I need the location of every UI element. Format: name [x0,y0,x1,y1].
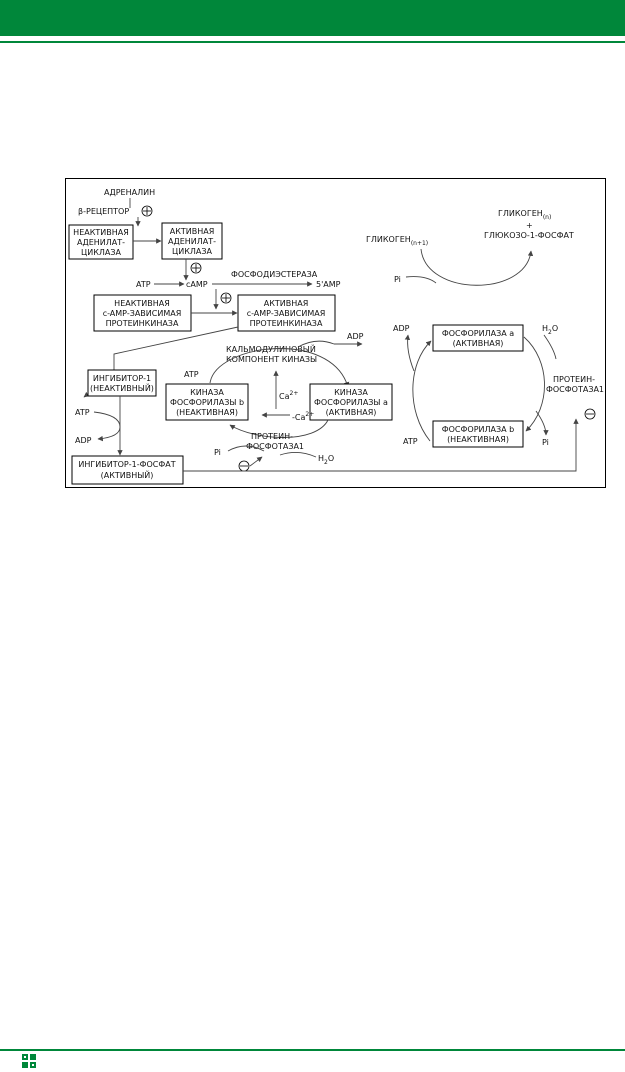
pi-label-top: Pi [394,275,401,284]
adp-label-left: ADP [75,436,92,445]
arrow-kinase-activation-arc [209,348,350,388]
plus-sign-camp [190,262,202,274]
phosphatase-label-right-1: ПРОТЕИН- [553,375,595,384]
svg-text:АДЕНИЛАТ-: АДЕНИЛАТ- [77,238,125,247]
diagram-canvas: АДРЕНАЛИН β-РЕЦЕПТОР НЕАКТИВНАЯ АДЕНИЛАТ… [68,188,604,485]
header-rule [0,41,625,43]
svg-text:ПРОТЕИНКИНАЗА: ПРОТЕИНКИНАЗА [106,319,179,328]
adp-branch-arc [297,340,335,348]
kinase-a-box: КИНАЗА ФОСФОРИЛАЗЫ a (АКТИВНАЯ) [309,383,393,421]
h2o-right-branch [543,334,557,360]
svg-text:ФОСФОРИЛАЗА b: ФОСФОРИЛАЗА b [442,425,514,434]
arrow-inhibitor-to-phosphatase [183,418,579,472]
adrenaline-label: АДРЕНАЛИН [104,188,155,197]
svg-text:ПРОТЕИНКИНАЗА: ПРОТЕИНКИНАЗА [250,319,323,328]
phosphodiesterase-label: ФОСФОДИЭСТЕРАЗА [231,270,318,279]
kinase-b-box: КИНАЗА ФОСФОРИЛАЗЫ b (НЕАКТИВНАЯ) [165,383,249,421]
minus-sign-phosphatase-right [584,408,596,420]
atp-adp-branch-left [93,411,121,442]
phosphatase-label-left-1: ПРОТЕИН- [251,432,293,441]
ca-plus-label: Ca2+ [279,390,298,401]
ca-minus-label: -Ca2+ [292,411,314,422]
svg-text:(АКТИВНАЯ): (АКТИВНАЯ) [453,339,504,348]
svg-text:ИНГИБИТОР-1: ИНГИБИТОР-1 [93,374,151,383]
svg-text:c-AMP-ЗАВИСИМАЯ: c-AMP-ЗАВИСИМАЯ [103,309,182,318]
svg-text:НЕАКТИВНАЯ: НЕАКТИВНАЯ [73,228,129,237]
glycogen-regulation-diagram: АДРЕНАЛИН β-РЕЦЕПТОР НЕАКТИВНАЯ АДЕНИЛАТ… [65,178,606,488]
active-protein-kinase-box: АКТИВНАЯ c-AMP-ЗАВИСИМАЯ ПРОТЕИНКИНАЗА [237,294,336,332]
svg-text:АКТИВНАЯ: АКТИВНАЯ [264,299,309,308]
svg-text:АДЕНИЛАТ-: АДЕНИЛАТ- [168,237,216,246]
minus-sign-phosphatase-left [238,460,250,472]
active-adenylate-cyclase-box: АКТИВНАЯ АДЕНИЛАТ- ЦИКЛАЗА [161,222,223,260]
h2o-label-right: H2O [542,324,558,336]
phosphatase-label-left-2: ФОСФОТАЗА1 [246,442,304,451]
calmodulin-label-2: КОМПОНЕНТ КИНАЗЫ [226,355,317,364]
svg-text:ФОСФОРИЛАЗЫ a: ФОСФОРИЛАЗЫ a [314,398,388,407]
arrow-glycogenolysis [420,248,534,286]
svg-text:АКТИВНАЯ: АКТИВНАЯ [170,227,215,236]
arrow-phosphorylase-inactivation [523,336,545,432]
arrow-to-adp-right [404,334,415,372]
svg-text:КИНАЗА: КИНАЗА [190,388,224,397]
svg-text:(НЕАКТИВНАЯ): (НЕАКТИВНАЯ) [176,408,238,417]
svg-text:(НЕАКТИВНЫЙ): (НЕАКТИВНЫЙ) [90,382,154,393]
arrow-phosphorylase-activation [412,340,432,442]
pi-label-right: Pi [542,438,549,447]
pi-label-bottom: Pi [214,448,221,457]
adp-label-right: ADP [393,324,410,333]
inactive-adenylate-cyclase-box: НЕАКТИВНАЯ АДЕНИЛАТ- ЦИКЛАЗА [68,224,134,260]
footer-rule [0,1049,625,1051]
plus-sign-receptor [141,205,153,217]
svg-text:ФОСФОРИЛАЗЫ b: ФОСФОРИЛАЗЫ b [170,398,244,407]
h2o-label-bottom: H2O [318,454,334,466]
h2o-branch [279,452,317,458]
svg-text:ЦИКЛАЗА: ЦИКЛАЗА [172,247,212,256]
svg-text:(АКТИВНЫЙ): (АКТИВНЫЙ) [101,469,154,480]
atp-label-right: ATP [403,437,418,446]
plus-label: + [526,221,533,230]
camp-label: cAMP [186,280,208,289]
phosphorylase-b-box: ФОСФОРИЛАЗА b (НЕАКТИВНАЯ) [432,420,524,448]
inhibitor-phosphate-box: ИНГИБИТОР-1-ФОСФАТ (АКТИВНЫЙ) [71,455,184,485]
svg-text:c-AMP-ЗАВИСИМАЯ: c-AMP-ЗАВИСИМАЯ [247,309,326,318]
phosphatase-label-right-2: ФОСФОТАЗА1 [546,385,604,394]
atp-label-mid: ATP [184,370,199,379]
pi-branch [227,445,265,452]
svg-text:НЕАКТИВНАЯ: НЕАКТИВНАЯ [114,299,170,308]
beta-receptor-label: β-РЕЦЕПТОР [78,207,129,216]
pi-top-branch [405,276,437,284]
atp-label-top: ATP [136,280,151,289]
arrow-to-pi-right [535,410,549,436]
phosphorylase-a-box: ФОСФОРИЛАЗА a (АКТИВНАЯ) [432,324,524,352]
inactive-protein-kinase-box: НЕАКТИВНАЯ c-AMP-ЗАВИСИМАЯ ПРОТЕИНКИНАЗА [93,294,192,332]
svg-text:(НЕАКТИВНАЯ): (НЕАКТИВНАЯ) [447,435,509,444]
glycogen-n1-label: ГЛИКОГЕН(n+1) [366,235,428,247]
svg-text:ФОСФОРИЛАЗА a: ФОСФОРИЛАЗА a [442,329,514,338]
atp-label-left: ATP [75,408,90,417]
glucose-1-phosphate-label: ГЛЮКОЗО-1-ФОСФАТ [484,231,574,240]
glycogen-n-label: ГЛИКОГЕН(n) [498,209,551,221]
svg-text:ИНГИБИТОР-1-ФОСФАТ: ИНГИБИТОР-1-ФОСФАТ [78,460,175,469]
footer-logo-icon [22,1054,36,1068]
svg-text:КИНАЗА: КИНАЗА [334,388,368,397]
arrow-minus-phosphatase-left [249,456,263,467]
inhibitor-inactive-box: ИНГИБИТОР-1 (НЕАКТИВНЫЙ) [87,369,157,397]
svg-text:(АКТИВНАЯ): (АКТИВНАЯ) [326,408,377,417]
arrow-kinase-deactivation [229,419,329,438]
5amp-label: 5'AMP [316,280,341,289]
header-bar [0,0,625,36]
svg-text:ЦИКЛАЗА: ЦИКЛАЗА [81,248,121,257]
adp-label-mid: ADP [347,332,364,341]
plus-sign-pk [220,292,232,304]
